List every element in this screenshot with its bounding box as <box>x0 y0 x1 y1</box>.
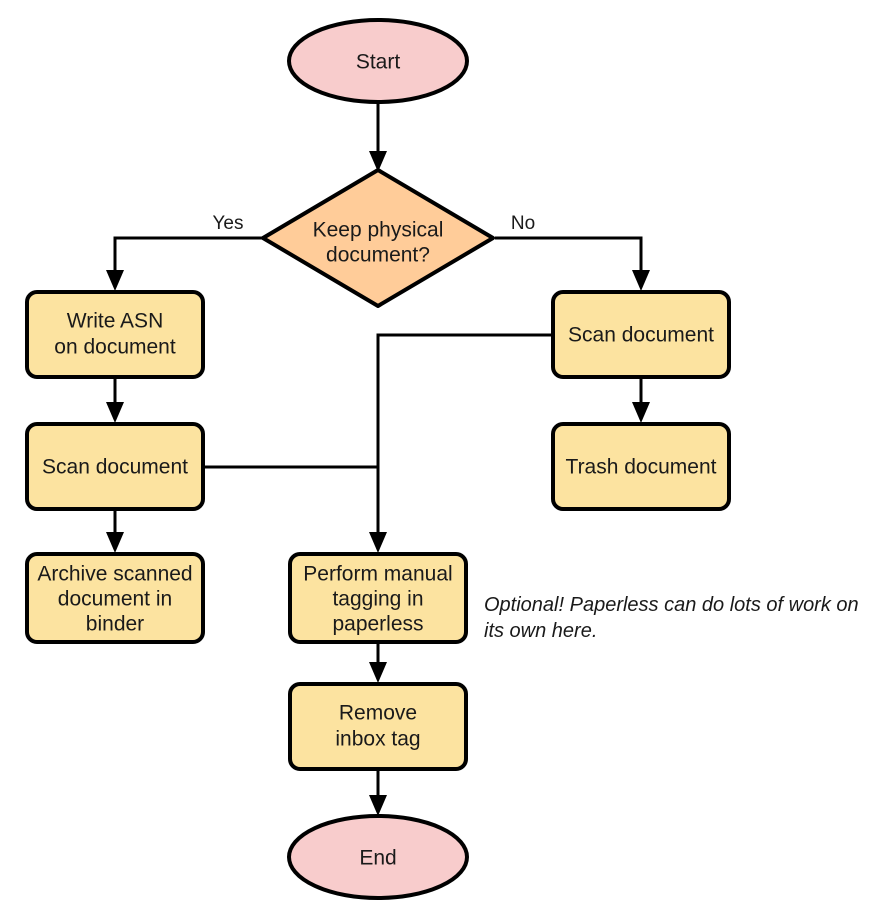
edge-label-no: No <box>511 213 535 234</box>
edge-tagging-to-remove-inbox <box>369 643 387 683</box>
scan-document-right-box <box>551 290 731 379</box>
node-scan-document-left[interactable]: Scan document <box>25 422 205 511</box>
annotation-optional-note: Optional! Paperless can do lots of work … <box>484 594 859 642</box>
remove-inbox-box <box>288 682 468 771</box>
decision-label-line2: document? <box>326 244 430 267</box>
decision-diamond <box>261 168 495 308</box>
write-asn-box <box>25 290 205 379</box>
scan-document-left-box <box>25 422 205 511</box>
tagging-box <box>288 552 468 644</box>
start-ellipse <box>287 18 469 104</box>
edge-scan-right-to-tagging <box>369 333 552 553</box>
edge-write-asn-to-scan-left <box>106 378 124 423</box>
node-perform-manual-tagging[interactable]: Perform manual tagging in paperless <box>288 552 468 644</box>
scan-document-left-label: Scan document <box>42 456 188 479</box>
node-write-asn-on-document[interactable]: Write ASN on document <box>25 290 205 379</box>
start-label: Start <box>356 51 401 74</box>
node-remove-inbox-tag[interactable]: Remove inbox tag <box>288 682 468 771</box>
node-archive-scanned-document[interactable]: Archive scanned document in binder <box>25 552 205 644</box>
write-asn-label-line1: Write ASN <box>67 310 163 333</box>
edge-start-to-decision <box>369 103 387 172</box>
end-label: End <box>359 847 396 870</box>
edge-decision-no-to-scan-right <box>495 236 650 291</box>
remove-inbox-label-line2: inbox tag <box>335 728 420 751</box>
trash-document-label: Trash document <box>566 456 717 479</box>
tagging-label-line1: Perform manual <box>303 563 452 586</box>
node-trash-document[interactable]: Trash document <box>551 422 731 511</box>
tagging-label-line3: paperless <box>332 613 423 636</box>
node-decision-keep-physical-document[interactable]: Keep physical document? <box>261 168 495 308</box>
edge-scan-left-to-archive <box>106 510 124 553</box>
edge-label-yes: Yes <box>213 213 244 234</box>
remove-inbox-label-line1: Remove <box>339 702 417 725</box>
edge-decision-yes-to-write-asn <box>106 236 262 291</box>
trash-document-box <box>551 422 731 511</box>
node-end[interactable]: End <box>287 814 469 900</box>
write-asn-label-line2: on document <box>54 336 176 359</box>
decision-label-line1: Keep physical <box>313 219 444 242</box>
archive-label-line1: Archive scanned <box>37 563 192 586</box>
edge-scan-right-to-trash <box>632 378 650 423</box>
node-start[interactable]: Start <box>287 18 469 104</box>
archive-box <box>25 552 205 644</box>
scan-document-right-label: Scan document <box>568 324 714 347</box>
node-scan-document-right[interactable]: Scan document <box>551 290 731 379</box>
edge-remove-inbox-to-end <box>369 770 387 816</box>
archive-label-line3: binder <box>86 613 144 636</box>
optional-note-line1: Optional! Paperless can do lots of work … <box>484 594 859 616</box>
archive-label-line2: document in <box>58 588 172 611</box>
optional-note-line2: its own here. <box>484 620 597 642</box>
end-ellipse <box>287 814 469 900</box>
tagging-label-line2: tagging in <box>332 588 423 611</box>
